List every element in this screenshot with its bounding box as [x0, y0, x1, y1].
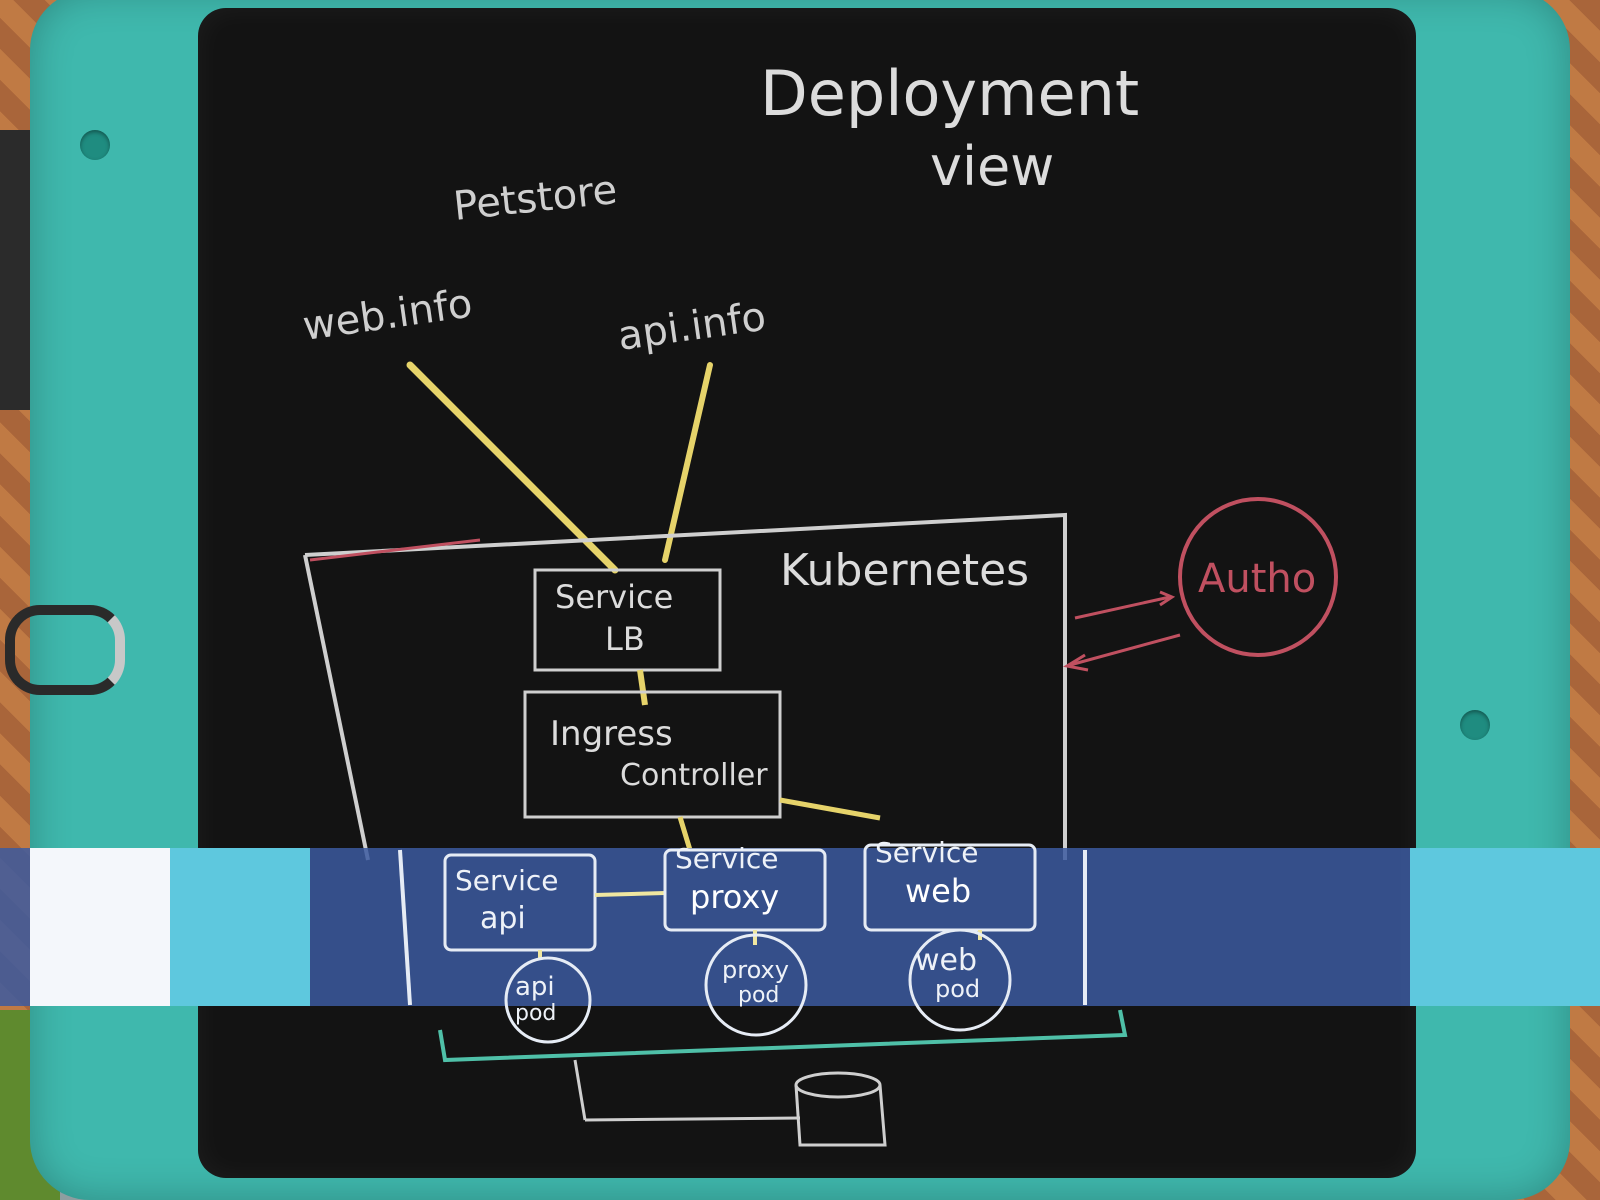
pod-api-line1: api — [515, 972, 555, 1002]
svc-proxy-line2: proxy — [690, 878, 779, 916]
svc-api-line2: api — [480, 901, 526, 936]
glitch-white-block — [30, 848, 170, 1006]
svc-api-line1: Service — [455, 864, 558, 897]
cluster-border-left — [303, 554, 370, 861]
ingress-box — [523, 690, 782, 819]
cluster-border-top — [304, 512, 1067, 860]
db-link-horizontal — [584, 1116, 801, 1122]
pod-web-circle — [908, 928, 1012, 1032]
arrow-to-autho — [1074, 595, 1171, 620]
svc-proxy-line1: Service — [675, 842, 778, 875]
pod-api-circle — [504, 956, 592, 1044]
pod-web-line1: web — [915, 943, 977, 978]
glitch-cyan-left — [170, 848, 310, 1006]
glitch-cyan-right — [1410, 848, 1600, 1006]
service-lb-line1: Service — [555, 578, 673, 616]
db-body — [794, 1084, 887, 1147]
stroller-handle — [5, 605, 125, 695]
pod-proxy-circle — [704, 933, 808, 1037]
web-link-line — [406, 361, 619, 574]
service-lb-line2: LB — [605, 620, 645, 658]
svc-web-line1: Service — [875, 836, 978, 869]
ingress-line1: Ingress — [550, 714, 673, 754]
pod-api-line2: pod — [515, 1001, 556, 1026]
autho-circle — [1178, 497, 1338, 657]
frame-hole-left — [80, 130, 110, 160]
title-line2: view — [930, 135, 1054, 198]
service-lb-box — [533, 568, 722, 672]
api-link-line — [662, 362, 713, 563]
frame-hole-right — [1460, 710, 1490, 740]
cluster-border-red — [309, 538, 481, 562]
db-link-vertical — [573, 1059, 587, 1121]
api-proxy-link — [594, 891, 666, 897]
ingress-line2: Controller — [620, 758, 768, 793]
ingress-proxy-line — [677, 816, 693, 851]
autho-label: Autho — [1198, 556, 1316, 602]
network-line — [438, 1009, 1128, 1063]
lb-ingress-line — [637, 669, 648, 706]
arrow-to-autho-head — [1159, 590, 1176, 607]
svc-proxy-box — [663, 848, 827, 932]
title-line1: Deployment — [760, 57, 1139, 130]
pod-proxy-line1: proxy — [722, 956, 789, 984]
cluster-label: Kubernetes — [780, 545, 1029, 596]
svc-api-box — [443, 853, 597, 952]
pod-proxy-line2: pod — [738, 983, 779, 1008]
arrow-from-autho — [1069, 633, 1181, 667]
arrow-from-autho-head — [1062, 653, 1089, 672]
pod-web-line2: pod — [935, 975, 980, 1003]
svc-web-line2: web — [905, 872, 971, 910]
cluster-border-left-band — [398, 849, 412, 1006]
ingress-web-line — [779, 797, 881, 821]
